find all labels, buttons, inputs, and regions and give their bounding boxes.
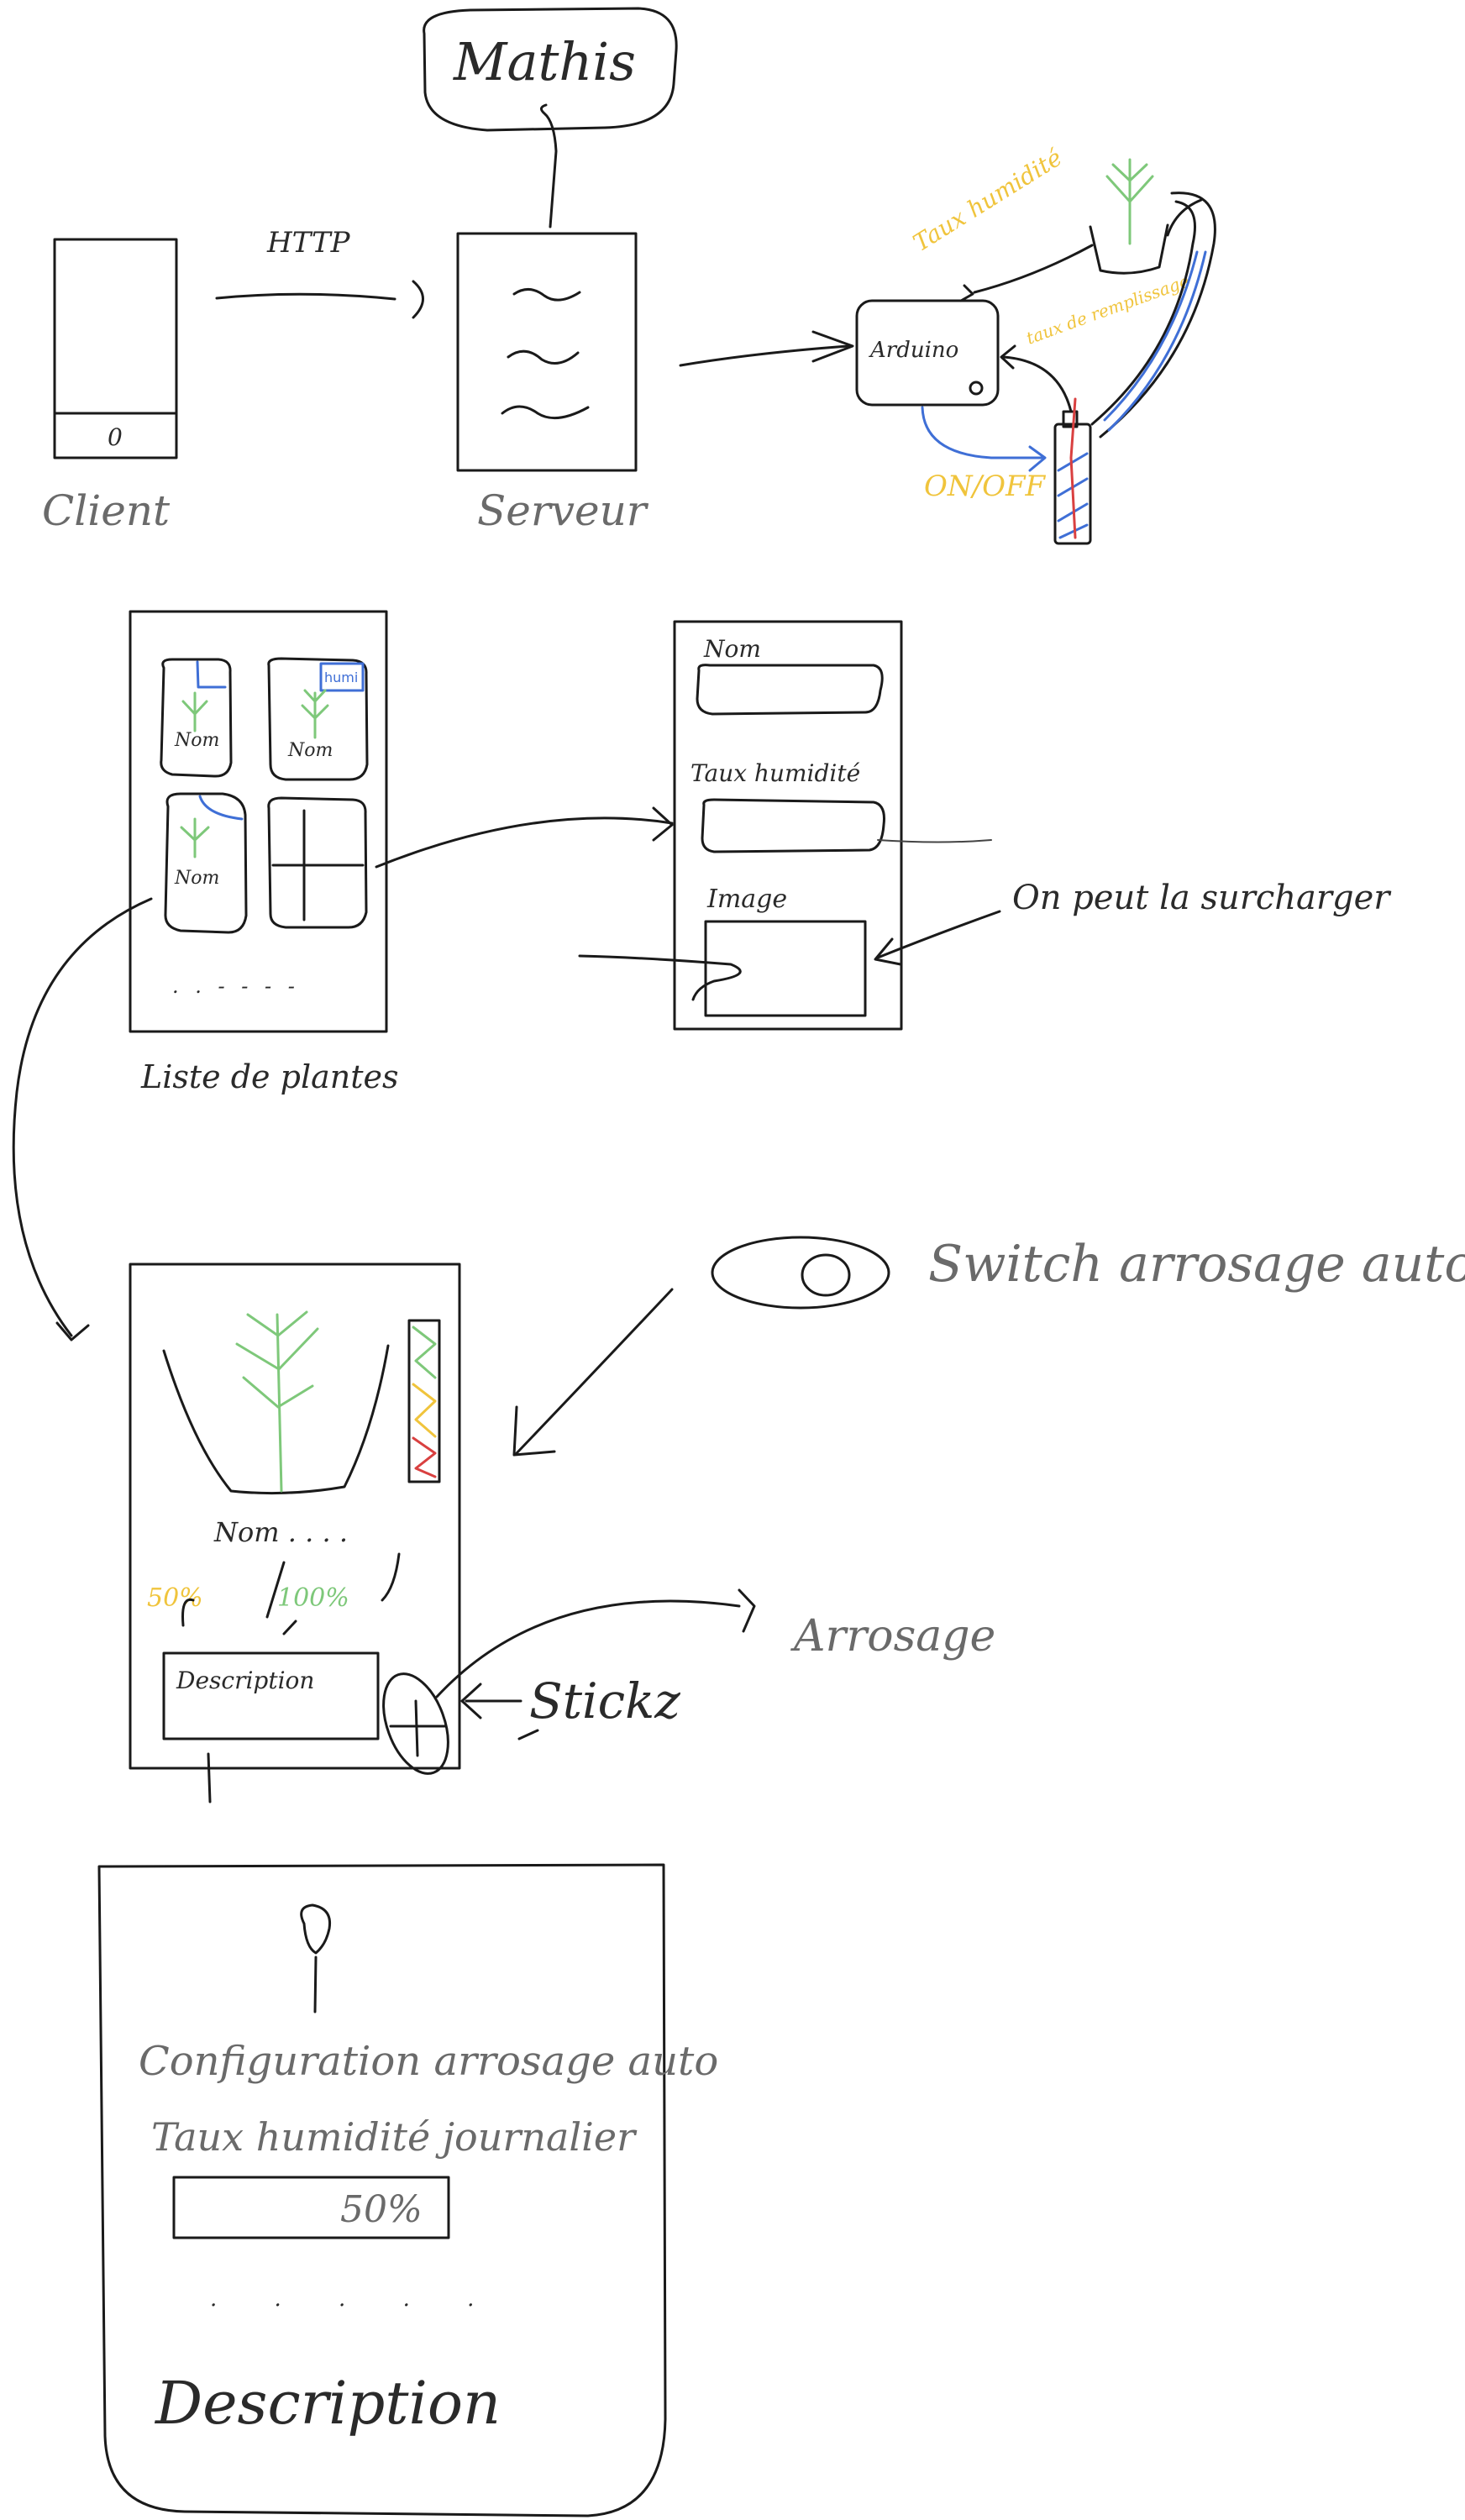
taux-input[interactable] [701,798,885,853]
client-label: Client [42,486,171,535]
http-arrow: HTTP [215,226,424,319]
plant-card-name: Nom [174,868,219,889]
config-description: Description [154,2369,501,2438]
list-ellipsis: . . - - - - [172,974,300,998]
config-ellipsis: . . . . . [210,2286,499,2312]
switch-placement-arrow [512,1288,674,1457]
auto-watering-switch[interactable]: O Switch arrosage auto . [711,1235,1465,1310]
mathis-label: Mathis [453,31,636,92]
nom-input[interactable] [696,664,884,716]
plant-card: humi Nom [267,657,369,781]
add-watering-button[interactable] [371,1665,460,1782]
daily-humidity-value: 50% [340,2188,423,2231]
button-annotations: Arrosage Stickz [435,1588,995,1740]
sensor-pot: Taux humidité [908,144,1169,302]
humidity-total: 100% [277,1583,349,1613]
field-label-nom: Nom [703,635,761,663]
plant-card-name: Nom [174,730,219,751]
plant-card-name: Nom [287,740,333,761]
http-label: HTTP [266,226,351,260]
water-pipe [1090,192,1216,438]
humidity-current: 50% [147,1583,203,1613]
config-screen: Configuration arrosage auto Taux humidit… [97,1863,718,2517]
description-text: Description [176,1667,314,1694]
plant-pot [162,1344,390,1495]
server-label: Serveur [477,486,649,535]
pin-icon [300,1903,332,2013]
plant-list-caption: Liste de plantes [140,1058,399,1095]
plus-icon [271,809,365,921]
plant-card: Nom [160,658,233,778]
watering-annotation: Arrosage [790,1611,995,1662]
switch-note: Switch arrosage auto . [928,1235,1465,1294]
humidity-label: Taux humidité [908,144,1067,257]
config-title: Configuration arrosage auto [139,2038,718,2085]
humidity-gauge [407,1319,441,1483]
field-label-taux: Taux humidité [690,759,860,787]
plant-list-screen: Nom humi Nom Nom . . - - - - Liste de pl… [129,610,399,1095]
arduino-pump-link: ON/OFF [921,406,1047,503]
arduino-node: Arduino [855,299,1000,407]
add-plant-card[interactable] [267,796,368,929]
arduino-label: Arduino [869,338,958,363]
mathis-node: Mathis [423,7,678,132]
image-field[interactable] [704,920,867,1017]
config-field-label: Taux humidité journalier [151,2114,638,2160]
plant-icon [235,1310,319,1493]
stickz-annotation: Stickz [529,1672,680,1730]
field-label-image: Image [706,885,787,914]
detail-name: Nom . . . . [213,1516,348,1548]
overload-note: On peut la surcharger [578,839,1392,1001]
server-node: Serveur [456,232,649,535]
daily-humidity-input[interactable] [172,2176,450,2239]
mathis-link [540,103,558,228]
client-home-button: 0 [108,423,123,451]
list-to-edit-arrow [375,806,674,869]
plant-card-badge: humi [324,669,358,685]
on-off-label: ON/OFF [924,470,1047,503]
edit-plant-screen: Nom Taux humidité Image [673,620,903,1031]
plus-icon [389,1699,447,1757]
plant-card: Nom [164,792,248,934]
plant-detail-screen: Nom . . . . 50% 100% Description [129,1263,461,1803]
description-box [162,1651,380,1740]
list-to-detail-arrow [12,897,153,1341]
overload-note-label: On peut la surcharger [1012,879,1392,917]
client-node: 0 Client [42,238,178,535]
server-arduino-arrow [679,330,854,367]
